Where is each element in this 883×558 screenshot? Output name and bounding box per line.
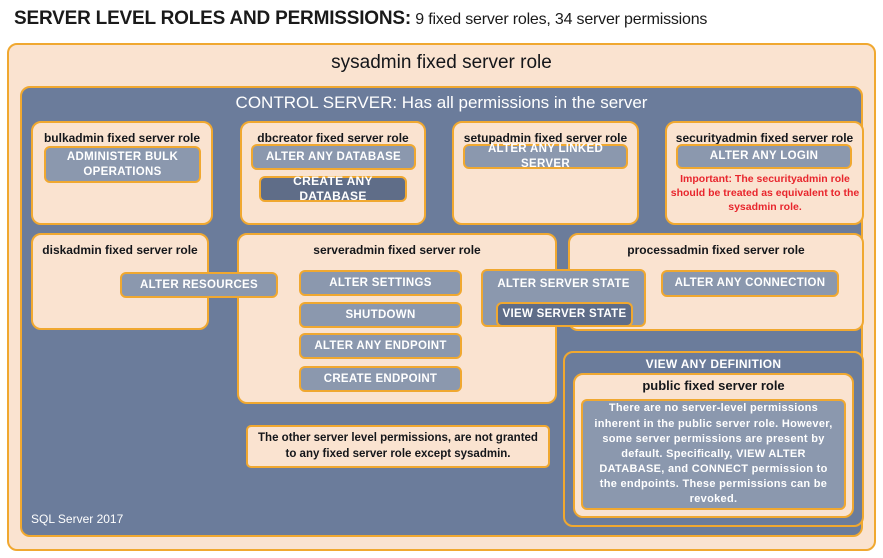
permission-alter-resources: ALTER RESOURCES — [120, 272, 278, 298]
role-box-dbcreator: dbcreator fixed server role — [240, 121, 426, 225]
permission-alter-any-login: ALTER ANY LOGIN — [676, 144, 852, 169]
role-title-setupadmin: setupadmin fixed server role — [463, 131, 628, 145]
role-box-setupadmin: setupadmin fixed server role — [452, 121, 639, 225]
control-server-label: CONTROL SERVER: Has all permissions in t… — [235, 93, 648, 112]
permission-shutdown: SHUTDOWN — [299, 302, 462, 328]
securityadmin-warning-note: Important: The securityadmin role should… — [670, 173, 860, 214]
role-title-processadmin: processadmin fixed server role — [627, 243, 805, 257]
role-title-securityadmin: securityadmin fixed server role — [675, 131, 854, 145]
sysadmin-role-label: sysadmin fixed server role — [331, 52, 552, 73]
sql-version-label: SQL Server 2017 — [31, 512, 124, 526]
role-title-bulkadmin: bulkadmin fixed server role — [43, 131, 201, 145]
permission-view-any-definition-label: VIEW ANY DEFINITION — [645, 357, 782, 371]
role-title-serveradmin: serveradmin fixed server role — [313, 243, 481, 257]
public-role-description: There are no server-level permissions in… — [581, 399, 846, 510]
role-title-diskadmin: diskadmin fixed server role — [42, 243, 198, 257]
permission-alter-any-linked-server: ALTER ANY LINKED SERVER — [463, 143, 628, 170]
permission-alter-settings: ALTER SETTINGS — [299, 270, 462, 296]
permission-administer-bulk-operations: ADMINISTER BULK OPERATIONS — [44, 146, 201, 183]
permission-alter-any-connection: ALTER ANY CONNECTION — [661, 270, 839, 297]
role-title-dbcreator: dbcreator fixed server role — [257, 131, 409, 145]
role-title-public: public fixed server role — [642, 378, 785, 393]
permission-alter-any-endpoint: ALTER ANY ENDPOINT — [299, 333, 462, 359]
permission-alter-any-database: ALTER ANY DATABASE — [251, 144, 416, 170]
permission-create-any-database: CREATE ANY DATABASE — [259, 174, 407, 203]
other-permissions-note: The other server level permissions, are … — [246, 425, 550, 468]
page-title: SERVER LEVEL ROLES AND PERMISSIONS: 9 fi… — [14, 8, 874, 38]
page-title-strong: SERVER LEVEL ROLES AND PERMISSIONS: — [14, 8, 412, 29]
role-box-securityadmin: securityadmin fixed server role — [665, 121, 864, 225]
permission-create-endpoint: CREATE ENDPOINT — [299, 366, 462, 392]
permission-view-server-state: VIEW SERVER STATE — [496, 302, 633, 327]
page-title-sub: 9 fixed server roles, 34 server permissi… — [411, 11, 708, 28]
